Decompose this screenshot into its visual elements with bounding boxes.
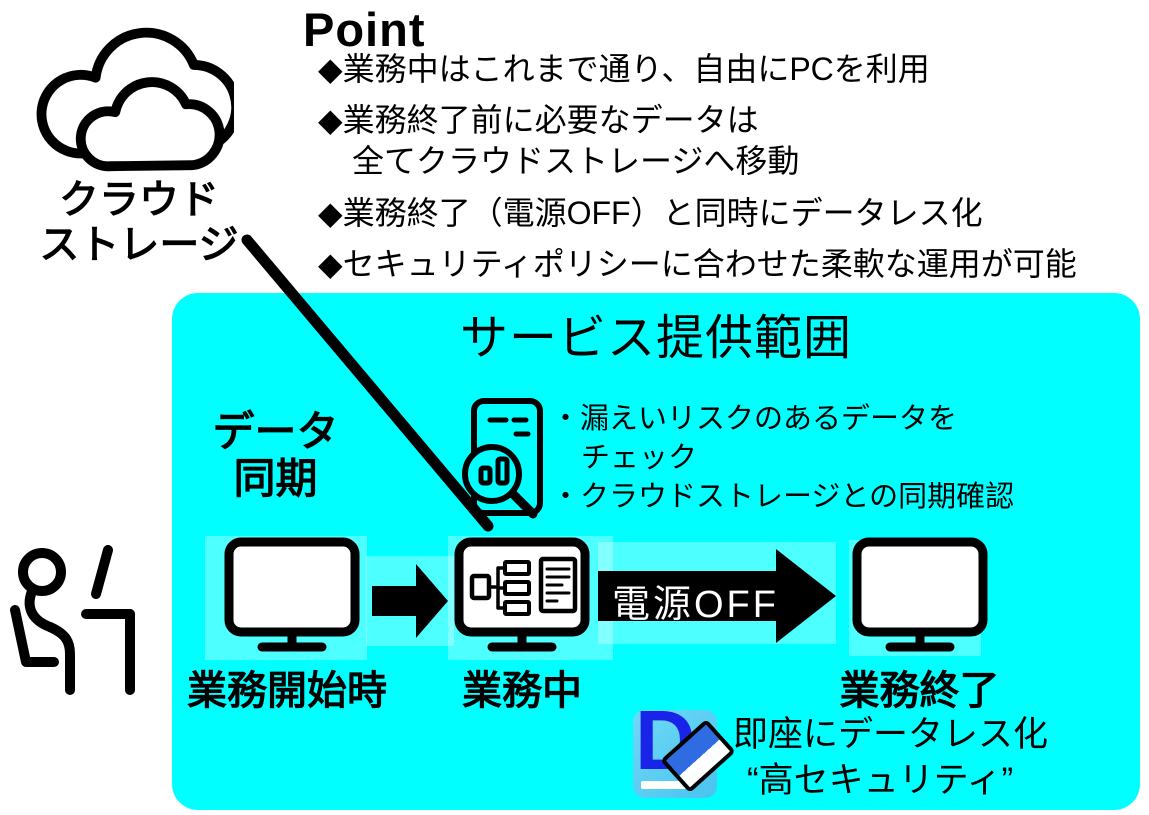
power-off-label: 電源OFF xyxy=(612,584,779,626)
point-bullet-2: ◆業務終了前に必要なデータは 全てクラウドストレージへ移動 xyxy=(318,103,1148,179)
bullet-diamond-icon: ◆ xyxy=(318,102,343,139)
point-bullet-1: ◆業務中はこれまで通り、自由にPCを利用 xyxy=(318,51,930,87)
right-arrow-icon xyxy=(372,564,448,638)
seated-person-at-desk-icon xyxy=(10,545,135,695)
cloud-storage-label-line1: クラウド xyxy=(59,178,219,222)
point-bullet-2-continuation: 全てクラウドストレージへ移動 xyxy=(352,143,800,180)
dataless-caption-line1: 即座にデータレス化 xyxy=(733,715,1049,754)
check-note-line3: ・クラウドストレージとの同期確認 xyxy=(551,481,1015,513)
bullet-diamond-icon: ◆ xyxy=(318,194,343,231)
point-bullet-3: ◆業務終了（電源OFF）と同時にデータレス化 xyxy=(318,194,983,231)
monitor-work-start-icon xyxy=(224,537,360,652)
power-off-arrow: 電源OFF xyxy=(598,547,838,645)
point-bullet-list: ◆業務中はこれまで通り、自由にPCを利用 ◆業務終了前に必要なデータは 全てクラ… xyxy=(318,51,1148,298)
bullet-diamond-icon: ◆ xyxy=(318,245,343,282)
data-check-magnifier-icon xyxy=(462,398,543,519)
data-sync-label: データ 同期 xyxy=(212,408,339,503)
stage-label-during-work: 業務中 xyxy=(462,669,582,713)
cloud-storage-label-line2: ストレージ xyxy=(39,222,239,267)
cloud-storage-label: クラウド ストレージ xyxy=(14,178,264,268)
dataless-eraser-logo: D xyxy=(633,698,736,798)
bullet-diamond-icon: ◆ xyxy=(318,51,343,87)
service-scope-title: サービス提供範囲 xyxy=(459,312,852,365)
monitor-work-end-icon xyxy=(852,537,988,652)
logo-underline xyxy=(641,781,687,789)
dataless-caption: 即座にデータレス化 “高セキュリティ” xyxy=(733,712,1048,804)
point-bullet-4: ◆セキュリティポリシーに合わせた柔軟な運用が可能 xyxy=(318,245,1077,282)
check-note-line2: チェック xyxy=(581,442,698,474)
monitor-during-work-icon xyxy=(454,537,590,652)
dataless-caption-line2: “高セキュリティ” xyxy=(747,761,1014,800)
check-note-line1: ・漏えいリスクのあるデータを xyxy=(551,403,958,435)
stage-label-work-end: 業務終了 xyxy=(839,669,1000,713)
point-heading: Point xyxy=(303,3,426,56)
cloud-storage-icon xyxy=(36,27,234,172)
power-off-arrow-shape xyxy=(598,549,836,643)
stage-label-work-start: 業務開始時 xyxy=(187,669,387,713)
data-check-notes: ・漏えいリスクのあるデータを チェック ・クラウドストレージとの同期確認 xyxy=(551,400,1014,517)
